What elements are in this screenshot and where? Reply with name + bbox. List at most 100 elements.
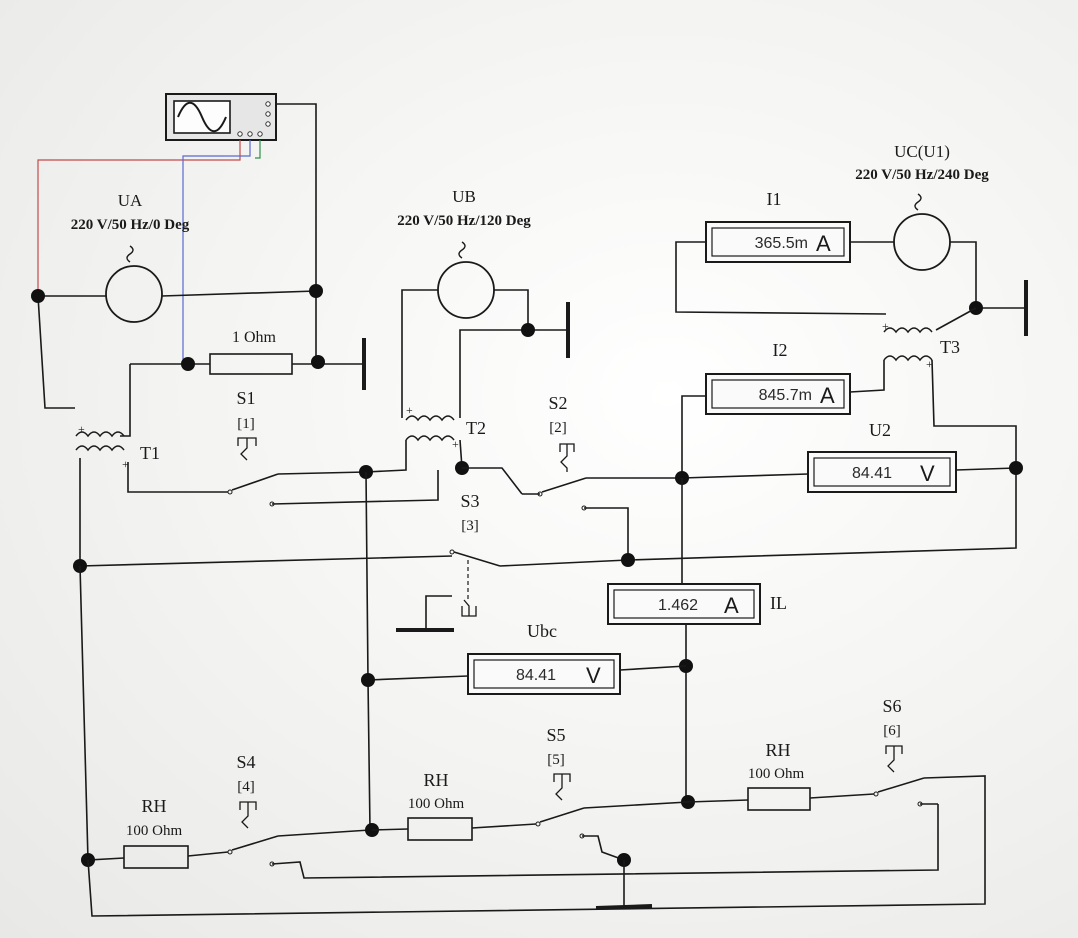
wire: [931, 359, 1017, 468]
s3-name-label: S3: [460, 491, 479, 511]
t2-label: T2: [466, 418, 486, 438]
scope-probe-blue-wire: [182, 140, 251, 366]
i2-unit: A: [820, 383, 835, 408]
i1-reading: 365.5m: [755, 235, 808, 252]
wire: [277, 829, 371, 837]
i1-label: I1: [767, 189, 782, 209]
i2-label: I2: [773, 340, 788, 360]
switch-s6[interactable]: [873, 745, 925, 807]
voltmeter-ubc[interactable]: 84.41 V: [467, 653, 621, 695]
wire: [161, 290, 317, 297]
s1-name-label: S1: [236, 388, 255, 408]
ac-source-ub-icon[interactable]: [437, 241, 495, 319]
s2-key-label: [2]: [549, 420, 567, 436]
wire: [401, 289, 438, 418]
resistor-r1-icon[interactable]: [209, 353, 293, 375]
ubc-reading: 84.41: [516, 667, 556, 684]
svg-text:+: +: [406, 403, 413, 417]
switch-s2[interactable]: [537, 443, 587, 511]
wire: [955, 467, 1017, 471]
wire: [277, 471, 367, 475]
switch-s4[interactable]: [227, 801, 279, 867]
svg-text:+: +: [78, 422, 85, 436]
rh3-value-label: 100 Ohm: [748, 766, 805, 782]
junction-dot: [621, 553, 635, 567]
scope-probe-red-wire: [37, 140, 241, 296]
oscilloscope-icon[interactable]: [165, 93, 277, 141]
wire: [371, 828, 409, 831]
wire: [935, 307, 977, 331]
wire: [687, 799, 749, 803]
uc-spec-label: 220 V/50 Hz/240 Deg: [855, 167, 989, 183]
junction-dot: [361, 673, 375, 687]
wire: [367, 675, 469, 681]
rh1-value-label: 100 Ohm: [126, 823, 183, 839]
ubc-label: Ubc: [527, 621, 557, 641]
svg-text:+: +: [882, 319, 889, 333]
junction-dot: [521, 323, 535, 337]
transformer-t2-icon[interactable]: + +: [405, 403, 459, 451]
transformer-t1-icon[interactable]: + +: [75, 422, 129, 471]
wire: [584, 507, 629, 560]
ubc-unit: V: [586, 663, 601, 688]
rh3-name-label: RH: [765, 740, 790, 760]
u2-unit: V: [920, 461, 935, 486]
wire: [37, 295, 75, 409]
wire: [681, 395, 706, 478]
junction-dot: [31, 289, 45, 303]
wire: [459, 329, 528, 418]
ammeter-i1[interactable]: 365.5m A: [705, 221, 851, 263]
voltmeter-u2[interactable]: 84.41 V: [807, 451, 957, 493]
uc-name-label: UC(U1): [894, 142, 950, 161]
i2-reading: 845.7m: [759, 387, 812, 404]
ammeter-il[interactable]: 1.462 A: [607, 583, 761, 625]
s5-key-label: [5]: [547, 752, 565, 768]
wire: [681, 473, 809, 479]
wire: [582, 835, 625, 861]
rh2-value-label: 100 Ohm: [408, 796, 465, 812]
ammeter-i2[interactable]: 845.7m A: [705, 373, 851, 415]
ua-name-label: UA: [118, 191, 143, 210]
load-resistor-rh1-icon[interactable]: [123, 845, 189, 869]
wire: [79, 555, 453, 567]
ub-spec-label: 220 V/50 Hz/120 Deg: [397, 213, 531, 229]
svg-text:+: +: [452, 437, 459, 451]
ac-source-ua-icon[interactable]: [105, 245, 163, 323]
s1-key-label: [1]: [237, 416, 255, 432]
junction-dot: [1009, 461, 1023, 475]
wire: [471, 823, 537, 829]
switch-s3[interactable]: [425, 549, 501, 630]
wire: [271, 470, 439, 505]
load-resistor-rh3-icon[interactable]: [747, 787, 811, 811]
junction-dot: [311, 355, 325, 369]
ground-bar-icon: [595, 904, 653, 910]
ub-name-label: UB: [452, 187, 476, 206]
t3-label: T3: [940, 337, 960, 357]
wire: [950, 241, 977, 308]
switch-s1[interactable]: [227, 437, 279, 507]
scope-ground-wire: [276, 103, 317, 364]
r1-value-label: 1 Ohm: [232, 329, 277, 346]
wire: [365, 440, 407, 473]
load-resistor-rh2-icon[interactable]: [407, 817, 473, 841]
il-label: IL: [770, 593, 787, 613]
svg-text:+: +: [926, 357, 933, 371]
s6-name-label: S6: [882, 696, 901, 716]
u2-label: U2: [869, 420, 891, 440]
wire: [923, 775, 986, 804]
ac-source-uc-icon[interactable]: [893, 193, 951, 271]
wire: [809, 793, 875, 799]
wire: [494, 289, 529, 330]
wire: [583, 801, 689, 809]
wire: [187, 851, 229, 857]
wire: [675, 241, 887, 315]
rh1-name-label: RH: [141, 796, 166, 816]
transformer-t3-icon[interactable]: + +: [882, 319, 933, 371]
wire: [271, 804, 939, 879]
u2-reading: 84.41: [852, 465, 892, 482]
wire: [619, 665, 687, 671]
ua-spec-label: 220 V/50 Hz/0 Deg: [71, 217, 190, 233]
switch-s5[interactable]: [535, 773, 585, 839]
